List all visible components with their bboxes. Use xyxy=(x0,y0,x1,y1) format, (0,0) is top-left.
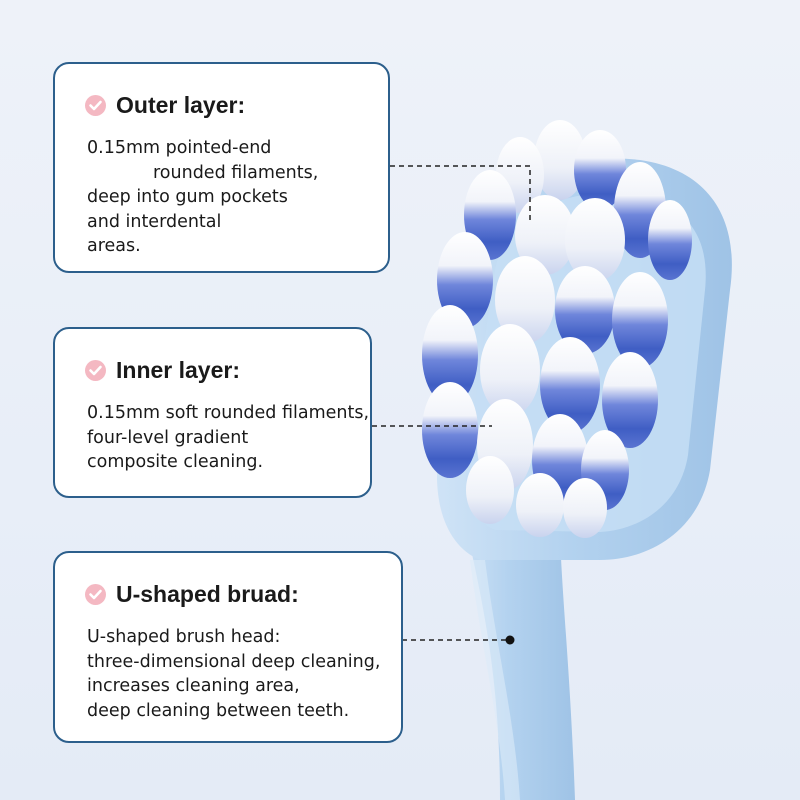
outer-layer-card: Outer layer: 0.15mm pointed-end rounded … xyxy=(53,62,390,273)
outer-layer-description: 0.15mm pointed-end rounded filaments, de… xyxy=(87,136,318,259)
inner-layer-card: Inner layer: 0.15mm soft rounded filamen… xyxy=(53,327,372,498)
description-line: rounded filaments, xyxy=(153,162,319,183)
inner-layer-description: 0.15mm soft rounded filaments, four-leve… xyxy=(87,401,369,475)
description-line: composite cleaning. xyxy=(87,452,264,472)
description-line: areas. xyxy=(87,236,141,256)
u-shaped-description: U-shaped brush head: three-dimensional d… xyxy=(87,625,380,723)
u-shaped-title: U-shaped bruad: xyxy=(116,581,299,607)
card-title-row: Outer layer: xyxy=(85,92,245,119)
check-icon xyxy=(85,95,106,116)
description-line: three-dimensional deep cleaning, xyxy=(87,651,381,672)
outer-layer-title: Outer layer: xyxy=(116,92,246,118)
u-shaped-card: U-shaped bruad: U-shaped brush head: thr… xyxy=(53,551,403,743)
check-icon xyxy=(85,584,106,605)
card-title-row: U-shaped bruad: xyxy=(85,581,299,608)
description-line: 0.15mm pointed-end xyxy=(87,138,272,158)
card-title-row: Inner layer: xyxy=(85,357,240,384)
description-line: 0.15mm soft rounded filaments, xyxy=(87,403,370,423)
description-line: deep into gum pockets xyxy=(87,187,288,207)
leader-dot xyxy=(505,635,515,645)
description-line: and interdental xyxy=(87,211,222,232)
inner-layer-title: Inner layer: xyxy=(116,357,240,383)
description-line: U-shaped brush head: xyxy=(87,627,281,647)
check-icon xyxy=(85,360,106,381)
bristle-tufts xyxy=(422,120,692,538)
description-line: deep cleaning between teeth. xyxy=(87,700,350,721)
description-line: four-level gradient xyxy=(87,427,249,448)
description-line: increases cleaning area, xyxy=(87,676,300,696)
